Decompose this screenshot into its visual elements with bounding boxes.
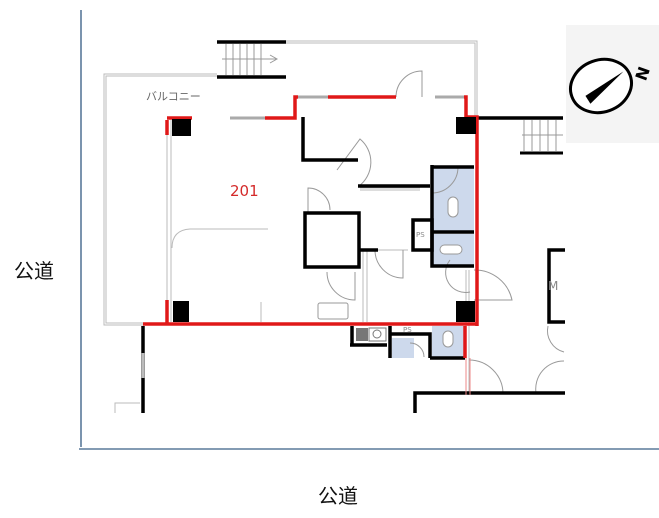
door-icon xyxy=(307,187,331,212)
balcony-label: バルコニー xyxy=(146,90,201,103)
door-icon xyxy=(547,325,565,353)
door-icon xyxy=(409,342,425,358)
thin-line xyxy=(114,402,140,413)
washer-icon xyxy=(356,327,387,342)
stairs-right xyxy=(477,116,563,155)
windows xyxy=(230,95,464,120)
fixtures xyxy=(317,196,463,348)
unit-outline xyxy=(143,95,479,358)
balcony-outline xyxy=(103,40,478,326)
door-swings xyxy=(307,70,565,394)
ps-label-lower: PS xyxy=(403,326,412,334)
meter-label: M xyxy=(548,279,558,293)
toilet-icon xyxy=(442,330,454,348)
stairs-top xyxy=(217,40,286,79)
columns xyxy=(172,117,476,322)
sink-icon xyxy=(439,244,463,255)
ps-label-upper: PS xyxy=(416,231,425,239)
unit-number-label: 201 xyxy=(230,182,259,200)
door-icon xyxy=(535,360,565,394)
toilet-icon xyxy=(447,196,459,218)
road-label-bottom: 公道 xyxy=(318,484,358,508)
north-label: N xyxy=(631,64,653,83)
north-arrow-icon: N xyxy=(566,25,659,143)
door-icon xyxy=(336,138,372,187)
walls xyxy=(141,117,565,413)
door-icon xyxy=(395,70,423,98)
door-icon xyxy=(326,271,356,301)
door-icon xyxy=(473,269,513,301)
door-icon xyxy=(374,249,404,279)
door-icon xyxy=(468,359,504,394)
road-label-left: 公道 xyxy=(14,259,54,283)
unit-outline-thin xyxy=(465,358,471,395)
